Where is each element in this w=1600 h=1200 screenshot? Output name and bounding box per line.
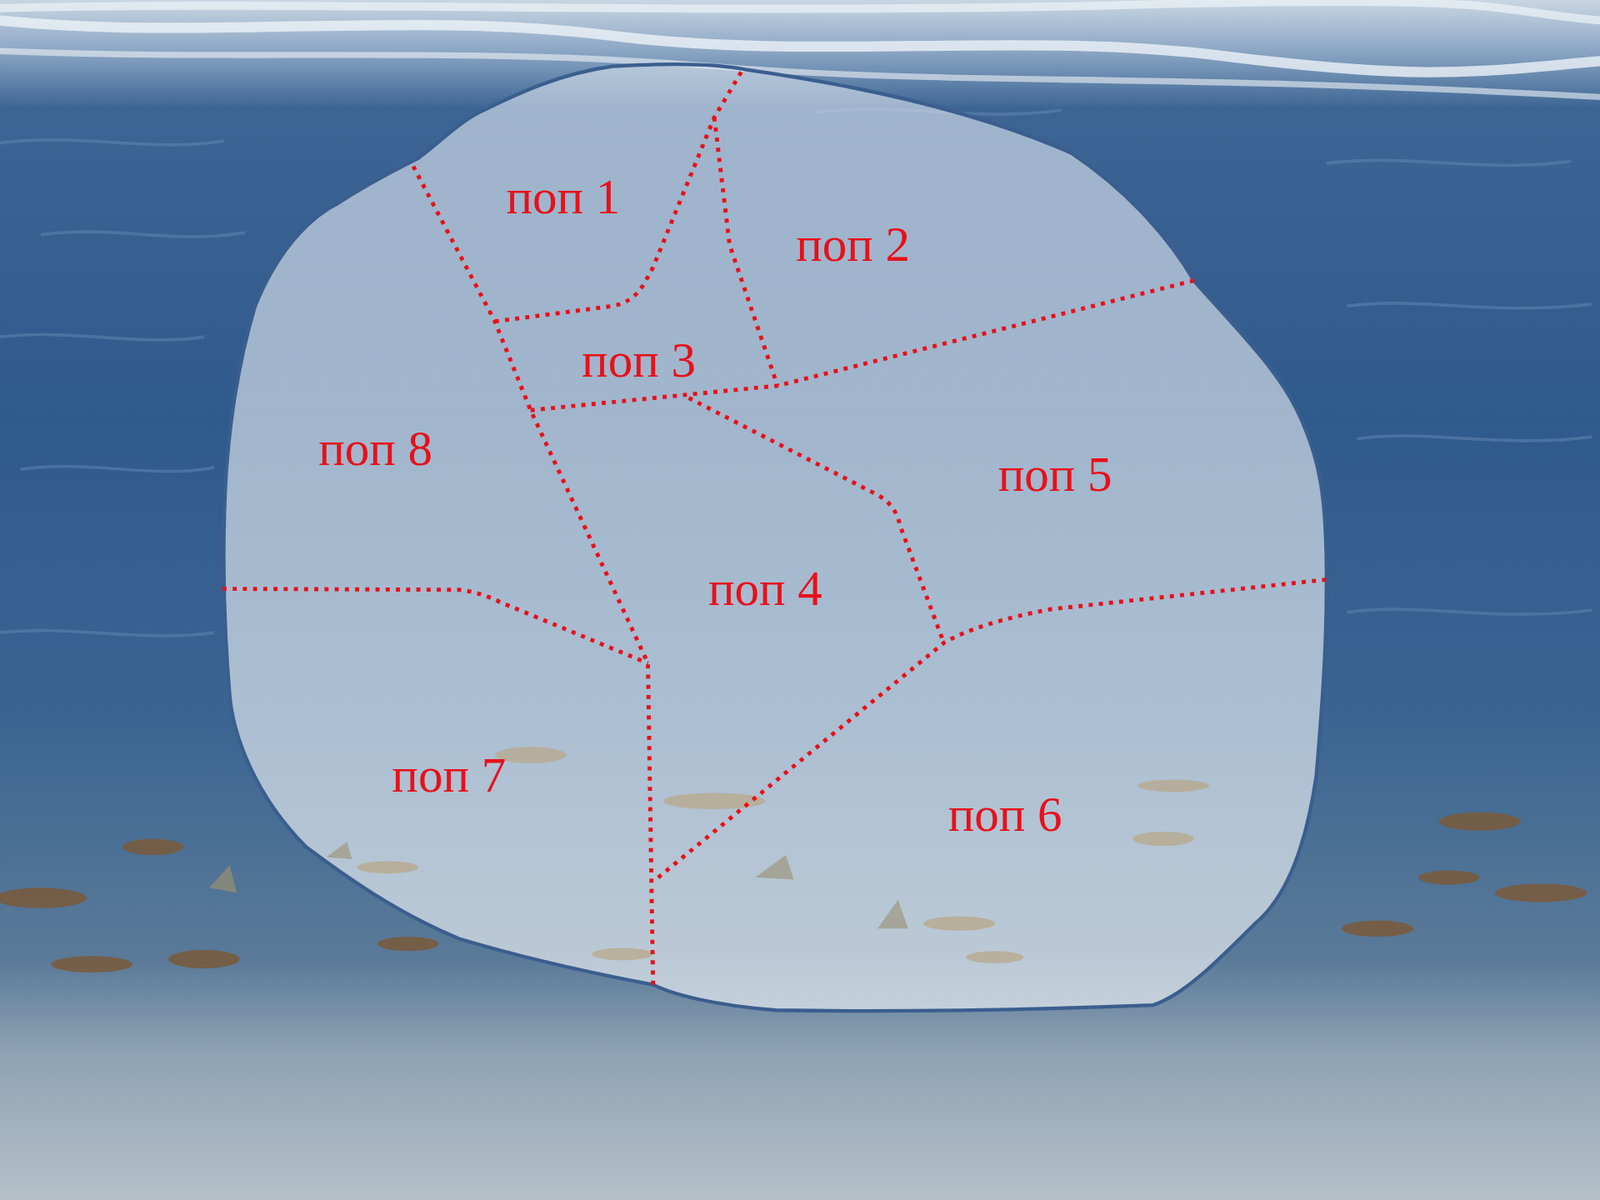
study-area <box>223 64 1326 1011</box>
region-label: поп 3 <box>581 333 696 388</box>
region-label: поп 7 <box>391 748 506 803</box>
region-label: поп 4 <box>708 561 823 616</box>
population-region: поп 5 <box>991 444 1120 505</box>
population-region: поп 2 <box>789 214 917 275</box>
underwater-fish <box>326 746 1210 964</box>
region-label: поп 8 <box>318 421 433 476</box>
population-region: поп 8 <box>311 418 440 480</box>
population-region: поп 7 <box>385 745 513 806</box>
population-region: поп 6 <box>941 784 1070 845</box>
region-label: поп 6 <box>948 787 1063 842</box>
population-region: поп 1 <box>499 166 627 228</box>
population-region: поп 3 <box>575 330 703 391</box>
region-label: поп 2 <box>795 217 910 272</box>
region-label: поп 5 <box>998 447 1113 502</box>
population-region: поп 4 <box>701 558 830 620</box>
region-label: поп 1 <box>505 170 620 225</box>
region-borders <box>222 69 1327 985</box>
